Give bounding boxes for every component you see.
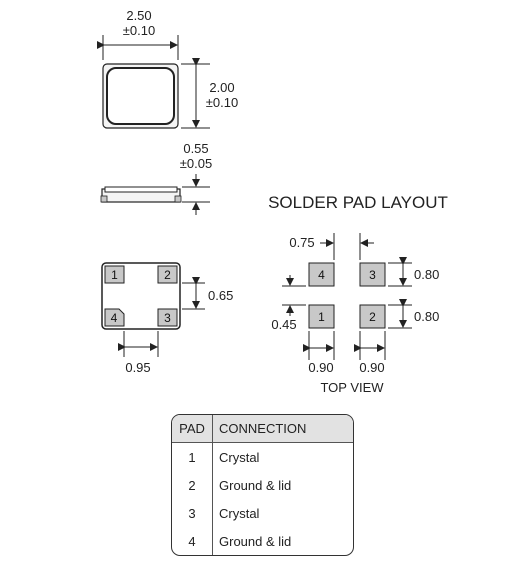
top-height-tolerance: ±0.10 xyxy=(206,95,238,110)
solder-pad-h-bottom-value: 0.80 xyxy=(414,309,439,324)
top-view: 2.50 ±0.10 2.00 ±0.10 xyxy=(97,8,238,129)
row-connection: Ground & lid xyxy=(219,533,292,549)
pad-table: PAD CONNECTION 1 Crystal 2 Ground & lid … xyxy=(172,415,353,555)
package-lid-top xyxy=(106,67,175,125)
row-pad: 4 xyxy=(172,527,213,555)
solder-pad-2 xyxy=(359,304,386,329)
solder-gap-h-value: 0.75 xyxy=(289,235,314,250)
side-thickness-value: 0.55 xyxy=(183,141,208,156)
bottom-pitch-v-value: 0.65 xyxy=(208,288,233,303)
solder-pad-3-label: 3 xyxy=(369,268,376,282)
top-width-value: 2.50 xyxy=(126,8,151,23)
header-connection: CONNECTION xyxy=(212,415,353,443)
solder-pad-1 xyxy=(308,304,335,329)
bottom-pad-3 xyxy=(157,308,178,327)
solder-pad-layout: SOLDER PAD LAYOUT 0.75 4 3 1 2 0.80 0.80… xyxy=(268,193,448,395)
top-height-value: 2.00 xyxy=(209,80,234,95)
side-view: 0.55 ±0.05 xyxy=(100,141,212,215)
solder-layout-title: SOLDER PAD LAYOUT xyxy=(268,193,448,212)
package-lid-side xyxy=(104,186,178,193)
bottom-pad-2-label: 2 xyxy=(164,268,171,282)
bottom-pad-1-label: 1 xyxy=(111,268,118,282)
header-pad: PAD xyxy=(172,415,213,443)
bottom-view: 1 2 4 3 0.65 0.95 xyxy=(101,262,233,375)
top-view-label: TOP VIEW xyxy=(320,380,384,395)
bottom-pad-4 xyxy=(104,308,125,327)
table-header-row: PAD CONNECTION xyxy=(172,415,353,443)
table-row: 3 Crystal xyxy=(172,499,353,528)
top-width-tolerance: ±0.10 xyxy=(123,23,155,38)
side-thickness-tolerance: ±0.05 xyxy=(180,156,212,171)
solder-pad-3 xyxy=(359,262,386,287)
row-pad: 2 xyxy=(172,471,213,500)
table-row: 2 Ground & lid xyxy=(172,471,353,500)
row-connection: Ground & lid xyxy=(219,477,292,493)
bottom-pad-2 xyxy=(157,265,178,284)
solder-pad-h-top-value: 0.80 xyxy=(414,267,439,282)
bottom-pad-1 xyxy=(104,265,125,284)
solder-gap-v-value: 0.45 xyxy=(271,317,296,332)
table-row: 1 Crystal xyxy=(172,442,353,472)
solder-pad-w-left-value: 0.90 xyxy=(308,360,333,375)
solder-pad-1-label: 1 xyxy=(318,310,325,324)
row-connection: Crystal xyxy=(219,505,260,521)
solder-pad-4-label: 4 xyxy=(318,268,325,282)
solder-pad-w-right-value: 0.90 xyxy=(359,360,384,375)
row-pad: 1 xyxy=(172,442,213,472)
row-connection: Crystal xyxy=(219,449,260,465)
solder-pad-2-label: 2 xyxy=(369,310,376,324)
bottom-pad-3-label: 3 xyxy=(164,311,171,325)
table-row: 4 Ground & lid xyxy=(172,527,353,555)
solder-pad-4 xyxy=(308,262,335,287)
bottom-pitch-h-value: 0.95 xyxy=(125,360,150,375)
side-terminal-left xyxy=(100,195,108,203)
bottom-pad-4-label: 4 xyxy=(111,311,118,325)
side-terminal-right xyxy=(174,195,182,203)
row-pad: 3 xyxy=(172,499,213,528)
pad-connection-table: PAD CONNECTION 1 Crystal 2 Ground & lid … xyxy=(171,414,354,556)
